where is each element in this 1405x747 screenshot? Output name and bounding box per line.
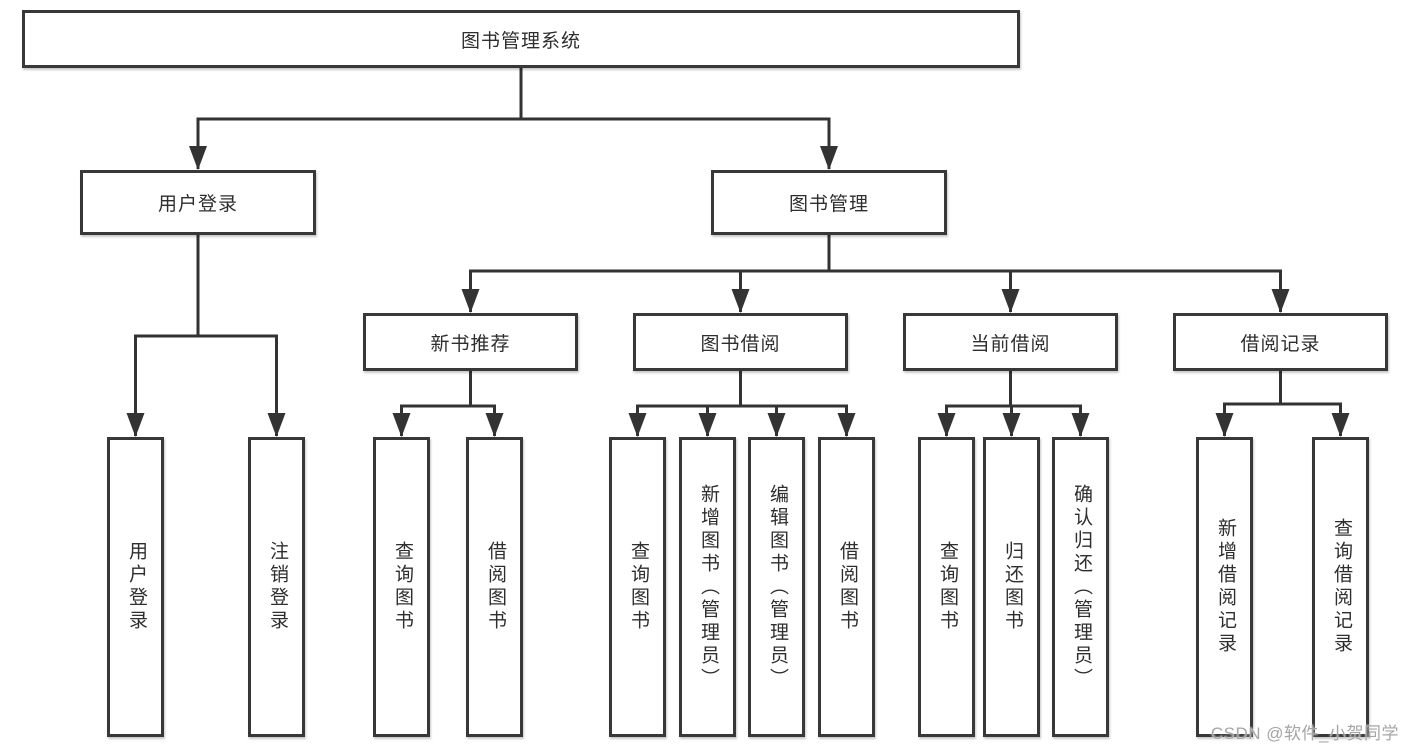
leaf-query-borrow-record: 查询借阅记录 [1312, 437, 1369, 737]
node-current-borrow: 当前借阅 [903, 313, 1118, 371]
leaf-confirm-return-admin: 确认归还（管理员） [1052, 437, 1109, 737]
connector-user-login [126, 235, 286, 437]
connector-book-borrow [628, 371, 856, 437]
leaf-query-books-recommend: 查询图书 [373, 437, 430, 737]
csdn-watermark: CSDN @软件_小贺同学 [1210, 724, 1399, 743]
node-borrow-records: 借阅记录 [1173, 313, 1388, 371]
node-book-borrow: 图书借阅 [633, 313, 848, 371]
leaf-query-books-current: 查询图书 [918, 437, 975, 737]
connector-book-management [461, 235, 1290, 313]
leaf-query-books-borrow: 查询图书 [609, 437, 666, 737]
node-user-login: 用户登录 [80, 170, 316, 235]
connector-new-book-recommend [392, 371, 504, 437]
node-root-library-system: 图书管理系统 [22, 10, 1020, 68]
leaf-borrow-books: 借阅图书 [818, 437, 875, 737]
leaf-logout: 注销登录 [248, 437, 305, 737]
leaf-add-borrow-record: 新增借阅记录 [1196, 437, 1253, 737]
leaf-borrow-books-recommend: 借阅图书 [466, 437, 523, 737]
leaf-edit-book-admin: 编辑图书（管理员） [748, 437, 805, 737]
connector-current-borrow [937, 371, 1090, 437]
node-new-book-recommend: 新书推荐 [363, 313, 578, 371]
connector-borrow-records [1215, 371, 1350, 437]
connector-root [189, 68, 838, 170]
node-book-management: 图书管理 [711, 170, 947, 235]
leaf-add-book-admin: 新增图书（管理员） [679, 437, 736, 737]
leaf-user-login: 用户登录 [107, 437, 164, 737]
leaf-return-book: 归还图书 [983, 437, 1040, 737]
